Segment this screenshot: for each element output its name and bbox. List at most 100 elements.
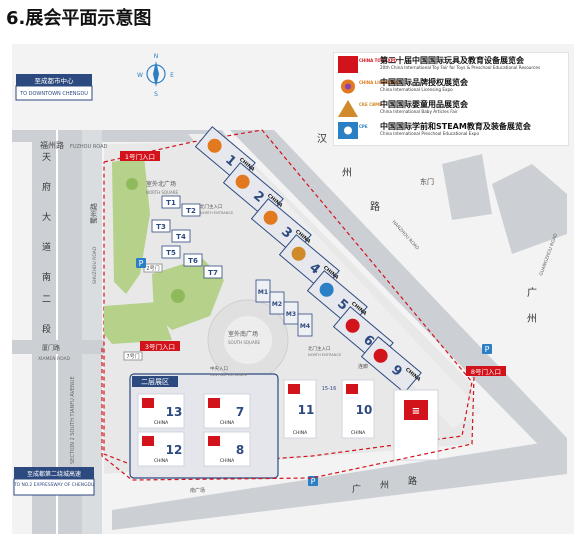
gate-1-label: 1号门入口 bbox=[125, 152, 155, 161]
hall-logo-icon bbox=[207, 138, 222, 153]
legend-en-0: 20th China International Toy Fair for To… bbox=[380, 65, 541, 70]
road-dongmen: 东门 bbox=[420, 177, 434, 186]
road-tianfu-2: 大 bbox=[42, 211, 51, 223]
legend-brand-2: CKE CBME bbox=[359, 102, 382, 107]
hall-number: 11 bbox=[298, 403, 315, 417]
sign-expressway-zh: 至成都第二绕城高速 bbox=[27, 470, 81, 478]
hall-m3[interactable]: M3 bbox=[283, 301, 299, 325]
legend-brand-3: CPE bbox=[359, 124, 368, 129]
toy-expo-logo-icon bbox=[338, 56, 358, 73]
parking-1: P bbox=[311, 477, 316, 486]
hall-label: M4 bbox=[300, 323, 310, 330]
hall-15-16-label: 15-16 bbox=[322, 386, 337, 392]
compass-s: S bbox=[154, 91, 158, 98]
hall-label: T7 bbox=[208, 269, 218, 277]
hall-number: 13 bbox=[166, 405, 183, 419]
china-toy-logo-icon bbox=[142, 436, 154, 446]
road-han-2: 路 bbox=[370, 200, 380, 213]
legend-item-toy: CHINA TOY EXPO 第二十届中国国际玩具及教育设备展览会 20th C… bbox=[338, 55, 566, 75]
hall-t2[interactable]: T2 bbox=[181, 203, 201, 217]
sign-downtown: 至成都市中心 TO DOWNTOWN CHENGDU bbox=[15, 74, 93, 101]
china-toy-logo-icon bbox=[208, 436, 220, 446]
road-shuzhou-zh: 蜀州路 bbox=[89, 203, 98, 224]
road-xiamen-zh: 厦门路 bbox=[42, 344, 60, 352]
preschool-expo-logo-icon bbox=[338, 122, 358, 139]
hall-m4[interactable]: M4 bbox=[297, 313, 313, 337]
licensing-logo-icon bbox=[341, 79, 355, 94]
sign-expressway: 至成都第二绕城高速 TO NO.2 EXPRESSWAY OF CHENGDU bbox=[13, 467, 95, 496]
hall-china-text: CHINA bbox=[154, 458, 169, 464]
compass-n: N bbox=[154, 53, 159, 60]
central-entrance-en: CENTRAL ENTRANCE bbox=[210, 373, 248, 377]
china-toy-logo-icon bbox=[142, 398, 154, 408]
north-entrance-label: 北门主入口 bbox=[200, 203, 223, 210]
hall-china-text: CHINA bbox=[154, 420, 169, 426]
compass-e: E bbox=[170, 72, 174, 79]
legend-zh-1: 中国国际品牌授权展览会 bbox=[380, 78, 468, 87]
road-xiamen-en: XIAMEN ROAD bbox=[38, 356, 71, 362]
south-square-label: 室外南广场 bbox=[228, 330, 258, 338]
china-toy-logo-icon bbox=[288, 384, 300, 394]
gate-tag-2: 2号门 bbox=[146, 265, 159, 272]
hall-t3[interactable]: T3 bbox=[151, 219, 171, 233]
hall-logo-icon bbox=[319, 282, 334, 297]
hall-label: T6 bbox=[188, 257, 198, 265]
hall-number: 10 bbox=[356, 403, 373, 417]
hall-m1[interactable]: M1 bbox=[255, 279, 271, 303]
road-labels: 福州路 FUZHOU ROAD 天 府 大 道 南 二 段 SECTION 2 … bbox=[38, 133, 559, 495]
upper-halls: 11CHINA10CHINA7CHINA8CHINA12CHINA13CHINA… bbox=[137, 379, 375, 467]
north-entrance-en: NORTH ENTRANCE bbox=[200, 211, 234, 215]
road-guangzhou-h2: 路 bbox=[408, 475, 417, 487]
hall-logo-icon bbox=[345, 318, 360, 333]
hall-label: T1 bbox=[166, 199, 176, 207]
gate-1[interactable]: 1号门入口 bbox=[120, 151, 160, 161]
road-tianfu-3: 道 bbox=[42, 241, 51, 253]
road-fuzhou-zh: 福州路 bbox=[40, 140, 64, 150]
hall-t1[interactable]: T1 bbox=[161, 195, 181, 209]
north-square-label: 室外北广场 bbox=[146, 180, 176, 188]
hall-number: 12 bbox=[166, 443, 183, 457]
north-entrance-2-label: 北门主入口 bbox=[308, 345, 331, 352]
plaza-circles bbox=[207, 299, 289, 381]
hall-number: 8 bbox=[236, 443, 244, 457]
china-toy-logo-icon bbox=[346, 384, 358, 394]
china-toy-logo-icon bbox=[208, 398, 220, 408]
hall-9-block: ≡ bbox=[393, 389, 439, 461]
hall-label: M1 bbox=[258, 289, 268, 296]
parking-3: P bbox=[139, 259, 144, 268]
road-tianfu-5: 二 bbox=[42, 295, 51, 305]
road-tianfu-4: 南 bbox=[42, 271, 51, 283]
hall-m2[interactable]: M2 bbox=[269, 291, 285, 315]
hall-t4[interactable]: T4 bbox=[171, 229, 191, 243]
road-guangzhou-v1: 州 bbox=[527, 313, 537, 325]
link-label: 连廊 bbox=[358, 363, 368, 370]
hall-number: 7 bbox=[236, 405, 244, 419]
hall-t6[interactable]: T6 bbox=[183, 253, 203, 267]
road-tianfu-en: SECTION 2 SOUTH TIANFU AVENUE bbox=[70, 376, 76, 464]
gate-3[interactable]: 3号门入口 bbox=[140, 341, 180, 351]
sign-expressway-en: TO NO.2 EXPRESSWAY OF CHENGDU bbox=[13, 482, 94, 488]
hall-t5[interactable]: T5 bbox=[161, 245, 181, 259]
south-square-en: SOUTH SQUARE bbox=[228, 340, 260, 345]
road-tianfu-1: 府 bbox=[42, 181, 51, 193]
sign-downtown-zh: 至成都市中心 bbox=[35, 76, 75, 85]
legend-item-baby: CKE CBME 中国国际婴童用品展览会 China International… bbox=[338, 99, 566, 119]
gate-8[interactable]: 8号门入口 bbox=[466, 366, 506, 376]
south-plaza-label: 南广场 bbox=[190, 487, 205, 494]
parking-2: P bbox=[485, 345, 490, 354]
road-guangzhou-h0: 广 bbox=[352, 483, 361, 495]
hall-logo-icon bbox=[291, 246, 306, 261]
venue-map: 1CHINA2CHINA3CHINA4CHINA5CHINA6CHINA9CHI… bbox=[12, 44, 574, 534]
road-shuzhou-en: SHUZHOU ROAD bbox=[92, 246, 98, 284]
road-network bbox=[12, 130, 567, 534]
hall-t7[interactable]: T7 bbox=[203, 265, 223, 279]
legend-en-2: China International Baby Articles Fair bbox=[380, 109, 458, 114]
